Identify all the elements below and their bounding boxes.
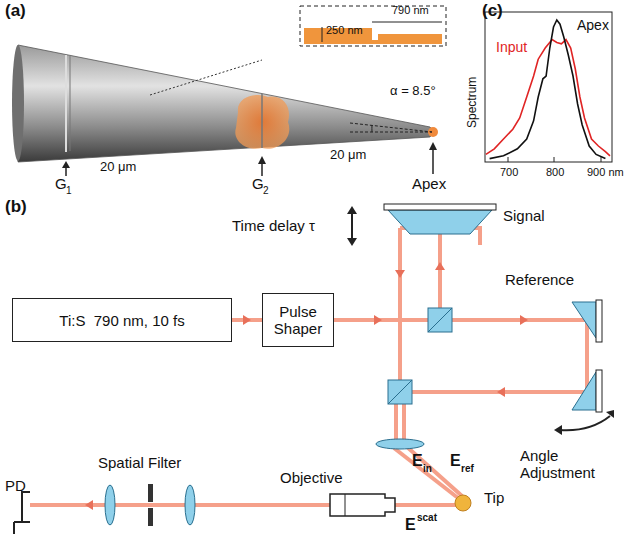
label: G [252, 176, 264, 193]
lens [185, 485, 195, 525]
tick [601, 157, 602, 162]
laser-beam [30, 228, 587, 505]
label: Spatial Filter [98, 455, 181, 472]
retroreflector [384, 204, 602, 412]
photodiode [14, 521, 22, 523]
grating-g2 [261, 94, 263, 148]
label: (a) [5, 2, 26, 21]
box-text: Ti:S 790 nm, 10 fs [59, 312, 184, 329]
label: Angle Adjustment [520, 448, 610, 481]
label: 2 [263, 185, 269, 196]
label: 900 nm [587, 166, 624, 178]
label: 700 [500, 166, 518, 178]
label: 250 nm [326, 24, 363, 36]
angle-arrow [560, 416, 610, 430]
tip-sem [18, 45, 434, 162]
lens [105, 485, 115, 525]
arrow-g2 [261, 162, 263, 176]
label: Apex [412, 176, 446, 193]
label: Apex [577, 18, 609, 33]
box-text: Pulse Shaper [269, 303, 327, 337]
label: scat [417, 512, 437, 523]
photodiode [22, 492, 30, 522]
grating-g1 [70, 56, 71, 151]
tick [508, 157, 509, 162]
label: 1 [66, 185, 72, 196]
label: (b) [5, 198, 27, 217]
label: α = 8.5° [390, 84, 436, 98]
angle-line [350, 132, 432, 133]
label: 20 μm [330, 148, 366, 162]
grating-profile [304, 28, 442, 44]
tip-end [12, 45, 24, 161]
label: E [412, 452, 423, 470]
laser-beam [232, 315, 262, 325]
arrowhead [62, 161, 70, 168]
label: 790 nm [392, 4, 429, 16]
delay-arrow [351, 212, 353, 240]
dimension-line [322, 27, 323, 42]
label: Time delay τ [232, 218, 315, 235]
label: Tip [484, 490, 504, 507]
arrow-apex [432, 148, 434, 174]
instrument-box: Ti:S 790 nm, 10 fs [12, 298, 232, 342]
photodiode [13, 522, 15, 534]
label: E [450, 452, 461, 470]
label: (c) [482, 2, 503, 21]
laser-spot [235, 95, 289, 149]
angle-arc [371, 125, 372, 132]
plot-frame [485, 12, 612, 162]
tip-symbol [455, 495, 471, 511]
angle-line [350, 123, 432, 132]
label: E [405, 516, 416, 534]
objective [330, 494, 395, 516]
inset-leader [150, 60, 262, 95]
label: Signal [503, 208, 545, 225]
beam-splitter [388, 308, 452, 404]
label: in [423, 463, 432, 474]
pinhole [148, 484, 153, 502]
label: Input [496, 40, 527, 55]
label: 20 μm [100, 160, 136, 174]
apex-spectrum [490, 20, 606, 159]
grating-g1 [65, 55, 67, 152]
instrument-box: Pulse Shaper [262, 293, 334, 347]
tick [554, 157, 555, 162]
label: Reference [505, 272, 574, 289]
arrowhead [554, 425, 562, 435]
lens [376, 439, 424, 449]
arrowhead [429, 142, 437, 150]
arrowhead [347, 206, 357, 214]
arrowhead [258, 156, 266, 164]
label: G [55, 176, 67, 193]
label: PD [5, 478, 26, 495]
dimension-line [372, 22, 442, 23]
arrowhead [347, 238, 357, 246]
pinhole [148, 508, 153, 526]
label: Objective [280, 470, 343, 487]
label: 800 [546, 166, 564, 178]
label: Spectrum [466, 77, 479, 128]
label: ref [461, 463, 474, 474]
arrowhead [606, 410, 614, 418]
objective [345, 494, 346, 516]
